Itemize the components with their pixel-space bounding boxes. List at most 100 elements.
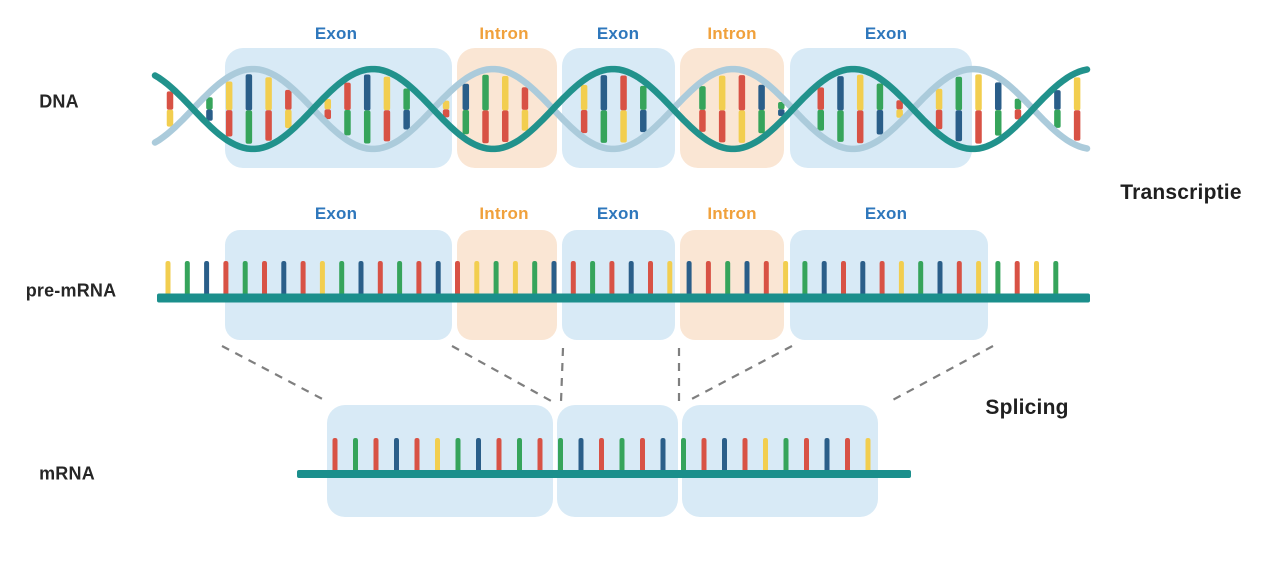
- pre-mrna-base-tick: [1014, 261, 1020, 301]
- exon-highlight: [562, 230, 675, 340]
- base-pair-bottom: [994, 110, 1002, 136]
- pre-mrna-base-tick: [802, 261, 808, 301]
- pre-mrna-base-tick: [937, 261, 943, 301]
- pre-mrna-base-tick: [532, 261, 538, 301]
- base-pair-bottom: [285, 109, 292, 129]
- mrna-base-tick: [599, 438, 604, 477]
- base-pair-bottom: [344, 110, 351, 136]
- pre-mrna-base-tick: [300, 261, 306, 301]
- pre-mrna-base-tick: [686, 261, 692, 301]
- pre-mrna-base-tick: [918, 261, 924, 301]
- base-pair-top: [699, 86, 706, 110]
- base-pair-top: [462, 83, 470, 111]
- mrna-base-tick: [701, 438, 707, 477]
- pre-mrna-base-tick: [184, 261, 190, 301]
- base-pair-top: [206, 97, 213, 110]
- mrna-base-tick: [455, 438, 461, 477]
- base-pair-top: [482, 74, 489, 111]
- pre-mrna-base-tick: [590, 261, 596, 301]
- splicing-step-label: Splicing: [985, 396, 1069, 419]
- base-pair-top: [738, 75, 746, 111]
- mrna-exon-block: [682, 405, 878, 517]
- base-pair-bottom: [955, 110, 963, 142]
- pre-mrna-base-tick: [435, 261, 441, 301]
- base-pair-bottom: [482, 110, 489, 144]
- exon-label: Exon: [314, 24, 358, 43]
- base-pair-bottom: [1054, 109, 1061, 128]
- pre-mrna-backbone: [157, 293, 1090, 303]
- base-pair-bottom: [383, 110, 391, 142]
- mrna-base-tick: [496, 438, 502, 477]
- base-pair-top: [363, 74, 371, 111]
- pre-mrna-base-tick: [879, 261, 885, 301]
- base-pair-top: [876, 83, 884, 111]
- pre-mrna-base-tick: [628, 261, 634, 301]
- base-pair-top: [403, 88, 410, 110]
- splice-connector: [221, 345, 329, 403]
- pre-mrna-base-tick: [976, 261, 982, 301]
- dna-strand-light: [151, 65, 1091, 153]
- base-pair-bottom: [837, 110, 844, 142]
- base-pair-top: [640, 85, 647, 110]
- base-pair-bottom: [778, 109, 785, 117]
- base-pair-bottom: [935, 109, 943, 130]
- base-pair-bottom: [600, 110, 608, 143]
- pre-mrna-base-tick: [455, 261, 460, 301]
- exon-highlight: [790, 230, 988, 340]
- intron-label: Intron: [479, 24, 529, 43]
- base-pair-bottom: [521, 109, 529, 131]
- pre-mrna-base-tick: [262, 261, 267, 301]
- pre-mrna-base-tick: [763, 261, 769, 301]
- pre-mrna-base-tick: [165, 261, 171, 301]
- base-pair-bottom: [896, 109, 903, 118]
- base-pair-top: [265, 77, 272, 111]
- mrna-base-tick: [414, 438, 420, 477]
- mrna-base-tick: [763, 438, 768, 477]
- intron-highlight: [680, 230, 784, 340]
- pre-mrna-base-tick: [783, 261, 789, 301]
- pre-mrna-base-tick: [474, 261, 480, 301]
- mrna-base-tick: [373, 438, 379, 477]
- pre-mrna-base-tick: [416, 261, 422, 301]
- intron-label: Intron: [707, 204, 757, 223]
- base-pair-bottom: [363, 110, 371, 144]
- base-pair-top: [580, 84, 588, 110]
- base-pair-top: [994, 82, 1002, 111]
- intron-label: Intron: [707, 24, 757, 43]
- base-pair-top: [1073, 77, 1081, 111]
- mrna-base-tick: [353, 438, 358, 477]
- transcription-step-label: Transcriptie: [1120, 181, 1242, 204]
- mrna-backbone: [297, 470, 911, 478]
- mrna-base-tick: [332, 438, 338, 477]
- mrna-base-tick: [517, 438, 522, 477]
- pre-mrna-base-tick: [956, 261, 962, 301]
- pre-mrna-base-tick: [609, 261, 615, 301]
- pre-mrna-base-tick: [705, 261, 711, 301]
- intron-highlight: [457, 230, 557, 340]
- base-pair-top: [245, 74, 253, 111]
- mrna-base-tick: [619, 438, 625, 477]
- base-pair-bottom: [758, 109, 765, 134]
- pre-mrna-base-tick: [570, 261, 576, 301]
- base-pair-top: [600, 75, 608, 111]
- pre-mrna-base-tick: [995, 261, 1001, 301]
- pre-mrna-label: pre-mRNA: [25, 280, 117, 301]
- pre-mrna-base-tick: [1053, 261, 1059, 301]
- pre-mrna-base-tick: [397, 261, 403, 301]
- splice-connector: [685, 345, 793, 403]
- base-pair-bottom: [817, 109, 825, 131]
- mrna-base-tick: [681, 438, 686, 477]
- base-pair-bottom: [265, 110, 272, 141]
- exon-label: Exon: [864, 24, 908, 43]
- base-pair-top: [975, 74, 982, 111]
- pre-mrna-base-tick: [242, 261, 248, 301]
- pre-mrna-base-tick: [1034, 261, 1039, 301]
- base-pair-top: [501, 76, 509, 111]
- mrna-exon-block: [557, 405, 678, 517]
- base-pair-top: [166, 91, 174, 110]
- mrna-base-tick: [660, 438, 666, 477]
- exon-label: Exon: [596, 24, 640, 43]
- mrna-base-tick: [865, 438, 871, 477]
- pre-mrna-base-tick: [821, 261, 827, 301]
- base-pair-bottom: [856, 110, 864, 144]
